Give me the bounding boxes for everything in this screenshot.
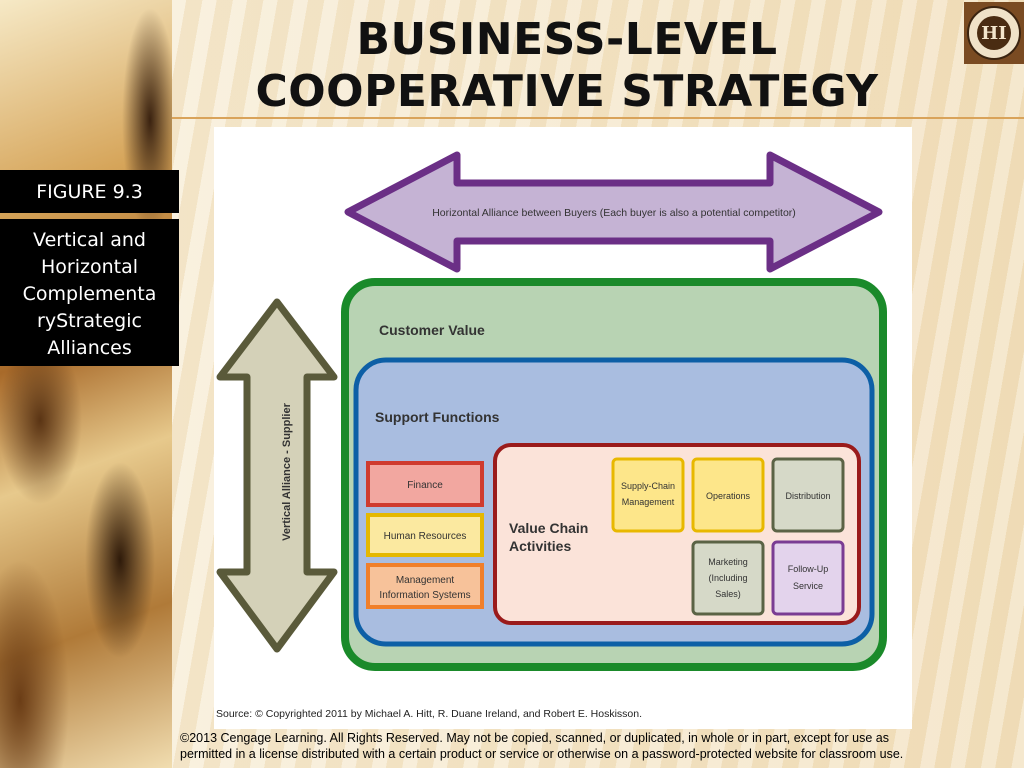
distribution-box <box>771 457 845 533</box>
logo-monogram: HI <box>977 16 1011 50</box>
figure-label: FIGURE 9.3 <box>0 170 179 213</box>
mis-label-line2: Information Systems <box>379 590 470 601</box>
diagram-source: Source: © Copyrighted 2011 by Michael A.… <box>216 708 642 720</box>
customer-value-label: Customer Value <box>379 322 485 338</box>
human-resources-box <box>366 513 484 557</box>
value-chain-label-line1: Value Chain <box>509 520 588 536</box>
alliance-diagram: Horizontal Alliance between Buyers (Each… <box>214 127 912 729</box>
distribution-label: Distribution <box>785 491 830 501</box>
supply-chain-label-line1: Supply-Chain <box>621 481 675 491</box>
supply-chain-box <box>611 457 685 533</box>
logo-seal-icon: HI <box>967 6 1021 60</box>
figure-desc-line: ryStrategic <box>37 310 142 332</box>
vertical-alliance-label: Vertical Alliance - Supplier <box>281 402 293 540</box>
operations-label: Operations <box>706 491 751 501</box>
follow-up-box <box>771 540 845 616</box>
marketing-label-line2: (Including <box>708 573 747 583</box>
mis-label-line1: Management <box>396 575 455 586</box>
follow-up-label-line1: Follow-Up <box>788 564 829 574</box>
operations-box <box>691 457 765 533</box>
vertical-alliance-arrow <box>216 298 338 653</box>
diagram-svg: Horizontal Alliance between Buyers (Each… <box>216 151 887 720</box>
marketing-box <box>691 540 765 616</box>
background-left-strip <box>0 0 172 768</box>
horizontal-alliance-arrow <box>344 151 883 273</box>
slide-title: BUSINESS-LEVEL COOPERATIVE STRATEGY <box>172 14 962 118</box>
figure-desc-line: Vertical and <box>33 229 146 251</box>
copyright-line2: permitted in a license distributed with … <box>180 747 904 761</box>
value-chain-box <box>493 443 861 625</box>
marketing-label-line1: Marketing <box>708 557 748 567</box>
support-functions-label: Support Functions <box>375 409 500 425</box>
value-chain-label-line2: Activities <box>509 538 571 554</box>
figure-desc-line: Alliances <box>47 337 132 359</box>
slide-title-line1: BUSINESS-LEVEL <box>356 14 778 65</box>
follow-up-label-line2: Service <box>793 581 823 591</box>
human-resources-label: Human Resources <box>384 531 467 542</box>
supply-chain-label-line2: Management <box>622 497 675 507</box>
marketing-label-line3: Sales) <box>715 589 741 599</box>
finance-label: Finance <box>407 480 443 491</box>
figure-desc-line: Horizontal <box>40 256 138 278</box>
figure-desc-line: Complementa <box>22 283 157 305</box>
horizontal-alliance-label: Horizontal Alliance between Buyers (Each… <box>432 207 796 219</box>
slide-title-line2: COOPERATIVE STRATEGY <box>255 66 879 117</box>
publisher-logo: HI <box>964 2 1024 64</box>
finance-box <box>366 461 484 507</box>
title-divider <box>172 117 1024 119</box>
copyright-line1: ©2013 Cengage Learning. All Rights Reser… <box>180 731 889 745</box>
copyright-notice: ©2013 Cengage Learning. All Rights Reser… <box>180 730 1020 762</box>
figure-description: Vertical and Horizontal Complementa rySt… <box>0 219 179 366</box>
mis-box <box>366 563 484 609</box>
